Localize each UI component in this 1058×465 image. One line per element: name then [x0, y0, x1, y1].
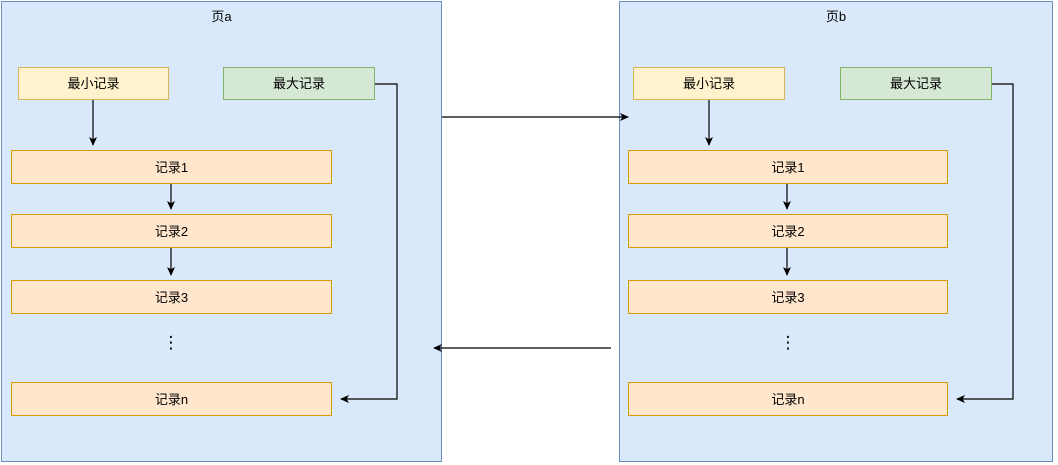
page-a-record-2-box[interactable]: 记录2 — [11, 214, 332, 248]
page-b-record-n-label: 记录n — [771, 391, 805, 407]
page-b-record-n-box[interactable]: 记录n — [628, 382, 948, 416]
page-a-records-ellipsis: ⋮ — [162, 333, 180, 352]
page-a-title: 页a — [211, 9, 232, 24]
page-b-record-3-label: 记录3 — [771, 289, 805, 305]
page-b-max-record-box[interactable]: 最大记录 — [840, 67, 992, 100]
page-a-record-1-box[interactable]: 记录1 — [11, 150, 332, 184]
page-a-max-record-box[interactable]: 最大记录 — [223, 67, 375, 100]
page-b-record-2-label: 记录2 — [771, 223, 805, 239]
page-a-record-2-label: 记录2 — [154, 223, 189, 239]
page-b-record-2-box[interactable]: 记录2 — [628, 214, 948, 248]
page-a-min-record-box[interactable]: 最小记录 — [18, 67, 169, 100]
page-a-record-3-box[interactable]: 记录3 — [11, 280, 332, 314]
page-a-record-n-label: 记录n — [154, 391, 189, 407]
page-b-min-record-box[interactable]: 最小记录 — [633, 67, 785, 100]
page-b-records-ellipsis: ⋮ — [779, 333, 797, 352]
page-b-max-record-label: 最大记录 — [889, 76, 942, 91]
page-b-record-3-box[interactable]: 记录3 — [628, 280, 948, 314]
page-b-title: 页b — [825, 9, 847, 24]
page-b-record-1-label: 记录1 — [771, 159, 805, 175]
page-a-min-record-label: 最小记录 — [67, 76, 120, 91]
page-b-min-record-label: 最小记录 — [682, 76, 735, 91]
page-b-record-1-box[interactable]: 记录1 — [628, 150, 948, 184]
page-a-record-n-box[interactable]: 记录n — [11, 382, 332, 416]
page-a-max-record-label: 最大记录 — [272, 76, 325, 91]
page-a-record-3-label: 记录3 — [154, 289, 189, 305]
page-a-record-1-label: 记录1 — [154, 159, 189, 175]
